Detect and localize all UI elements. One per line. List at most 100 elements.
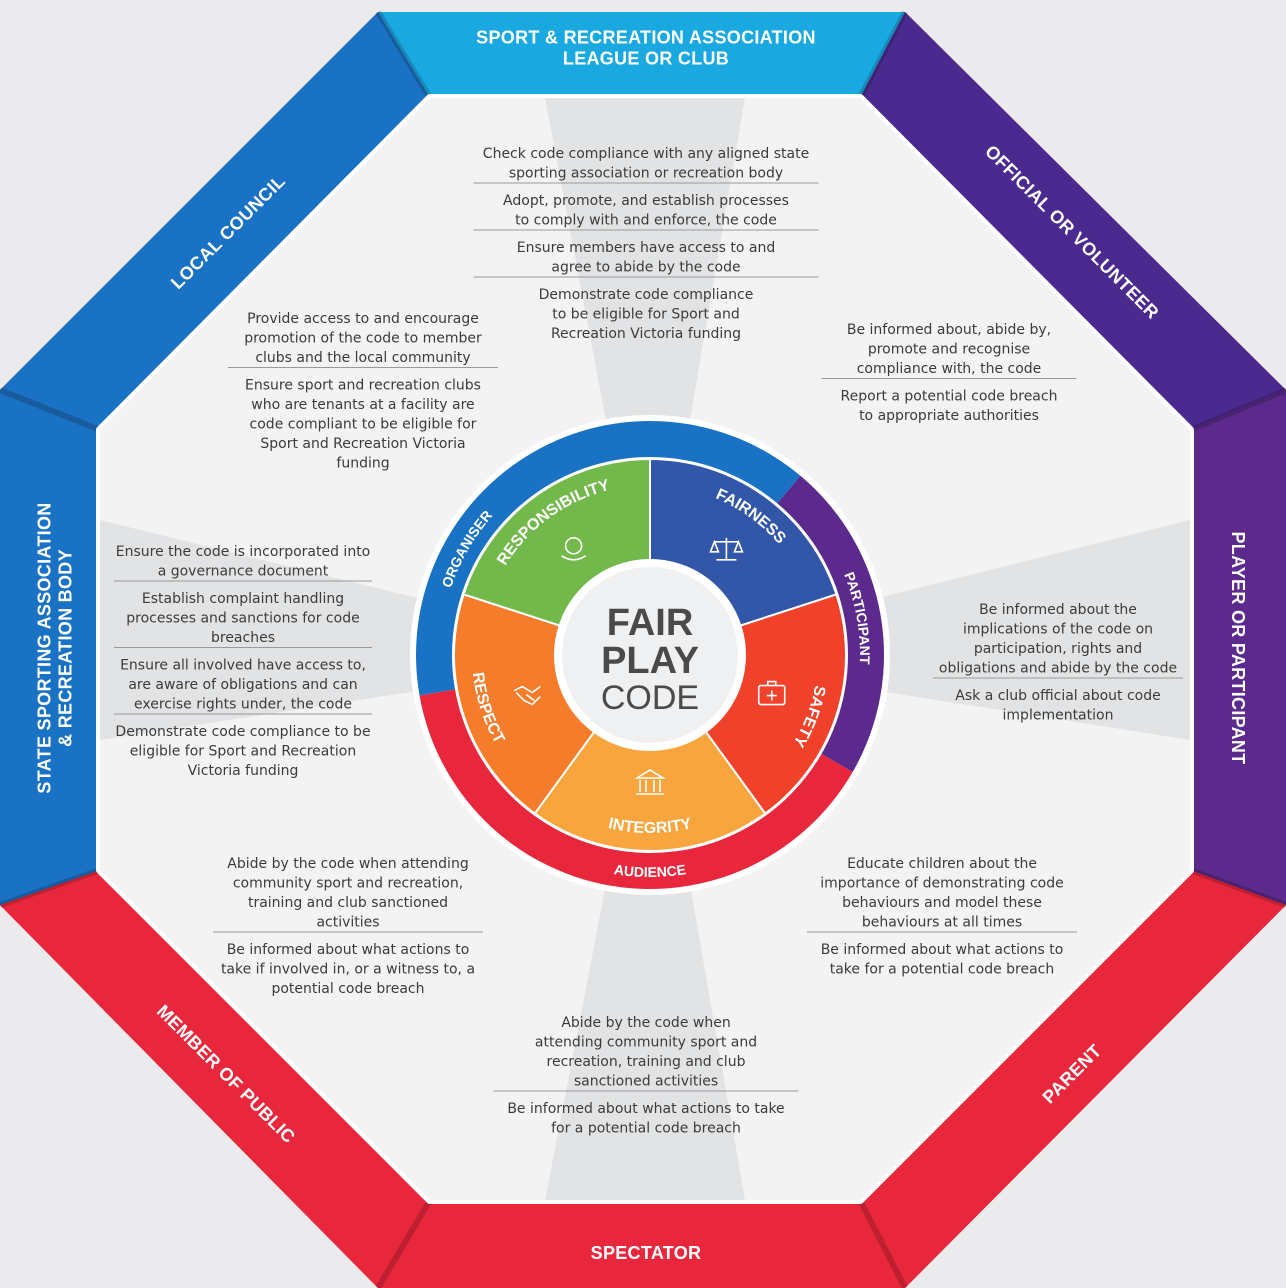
center-line3: CODE <box>601 679 699 717</box>
panel-text-line: to be eligible for Sport and <box>552 307 740 323</box>
panel-text-line: Report a potential code breach <box>841 389 1058 405</box>
panel-text-line: Demonstrate code compliance to be <box>115 724 370 740</box>
role-label-spectator: SPECTATOR <box>591 1243 702 1263</box>
panel-text-line: behaviours at all times <box>862 915 1022 931</box>
panel-official-volunteer: Be informed about, abide by,promote and … <box>821 322 1077 424</box>
panel-texts: Check code compliance with any aligned s… <box>114 146 1183 1137</box>
panel-text-line: obligations and abide by the code <box>939 661 1177 677</box>
panel-sport-association: Check code compliance with any aligned s… <box>473 146 819 342</box>
panel-text-line: sanctioned activities <box>574 1074 718 1090</box>
scales-icon <box>709 537 744 561</box>
panel-spectator: Abide by the code when attending communit… <box>493 1015 799 1137</box>
panel-text-line: potential code breach <box>271 981 424 997</box>
panel-wedge <box>545 655 745 1200</box>
panel-text-line: for a potential code breach <box>551 1121 741 1137</box>
panel-text-line: code compliant to be eligible for <box>250 417 477 433</box>
panel-text-line: activities <box>316 915 379 931</box>
panel-text-line: Recreation Victoria funding <box>551 326 741 342</box>
panel-text-line: promote and recognise <box>868 342 1030 358</box>
panel-text-line: Sport and Recreation Victoria <box>260 436 465 452</box>
panel-text-line: Demonstrate code compliance <box>539 287 754 303</box>
frame-corner-shadow <box>857 10 908 100</box>
wheel-hub <box>562 567 738 743</box>
role-label-player-participant: PLAYER OR PARTICIPANT <box>1228 532 1248 765</box>
frame-corner-shadow <box>1188 387 1286 433</box>
ring-segment-participant <box>777 475 884 772</box>
panel-text-line: Be informed about what actions to take <box>507 1101 784 1117</box>
frame-corner-shadow <box>375 10 433 100</box>
panel-parent: Educate children about the importance of … <box>807 856 1077 978</box>
panel-text-line: Adopt, promote, and establish processes <box>503 193 789 209</box>
panel-text-line: sporting association or recreation body <box>509 166 783 182</box>
panel-text-line: recreation, training and club <box>547 1054 746 1070</box>
center-line2: PLAY <box>601 640 699 682</box>
frame-segment-official-volunteer <box>860 12 1286 430</box>
ring-segment-organiser <box>416 421 801 696</box>
values-wheel: FAIRPLAYCODEORGANISERPARTICIPANTAUDIENCE… <box>410 415 890 895</box>
panel-text-line: importance of demonstrating code <box>820 876 1063 892</box>
role-label-line: PLAYER OR PARTICIPANT <box>1228 532 1248 765</box>
frame-segment-local-council <box>0 12 430 430</box>
panel-text-line: clubs and the local community <box>255 350 470 366</box>
panel-text-line: Abide by the code when <box>561 1015 730 1031</box>
center-line1: FAIR <box>607 602 694 644</box>
panel-text-line: Be informed about what actions to <box>227 942 470 958</box>
panel-wedge <box>545 98 745 655</box>
role-label-line: STATE SPORTING ASSOCIATION <box>35 502 55 793</box>
role-label-line: SPECTATOR <box>591 1243 702 1263</box>
panel-text-line: implementation <box>1003 708 1114 724</box>
panel-text-line: funding <box>336 456 389 472</box>
first-aid-kit-icon <box>757 680 786 706</box>
panel-text-line: take if involved in, or a witness to, a <box>221 962 475 978</box>
panel-player-participant: Be informed about the implications of the… <box>933 602 1183 724</box>
panel-text-line: Be informed about the <box>979 602 1137 618</box>
panel-text-line: Check code compliance with any aligned s… <box>483 146 809 162</box>
frame-corner-shadow <box>1188 867 1286 908</box>
courthouse-icon <box>634 769 666 795</box>
panel-local-council: Provide access to and encourage promotion… <box>228 311 498 472</box>
panel-text-line: Educate children about the <box>847 856 1037 872</box>
role-label-line: SPORT & RECREATION ASSOCIATION <box>476 28 816 48</box>
panel-text-line: to appropriate authorities <box>859 408 1039 424</box>
value-label-integrity: INTEGRITY <box>607 815 694 837</box>
panel-wedge <box>650 520 1190 740</box>
ring-segment-audience <box>419 689 853 890</box>
panel-text-line: Be informed about what actions to <box>821 942 1064 958</box>
frame-corner-shadow <box>0 867 101 908</box>
panel-text-line: implications of the code on <box>963 622 1153 638</box>
panel-text-line: Ask a club official about code <box>955 688 1160 704</box>
panel-text-line: Establish complaint handling <box>142 591 344 607</box>
frame-corner-shadow <box>0 387 102 433</box>
panel-text-line: who are tenants at a facility are <box>251 397 474 413</box>
ring-label-audience: AUDIENCE <box>613 861 687 880</box>
panel-text-line: processes and sanctions for code <box>126 611 359 627</box>
panel-member-of-public: Abide by the code when attendingcommunit… <box>213 856 483 997</box>
role-label-state-sporting: STATE SPORTING ASSOCIATION& RECREATION B… <box>35 502 76 793</box>
role-label-line: & RECREATION BODY <box>56 549 76 747</box>
frame-segment-player-participant <box>1190 390 1286 905</box>
frame-segment-member-of-public <box>0 870 430 1288</box>
panel-text-line: exercise rights under, the code <box>134 697 352 713</box>
panel-wedge <box>100 520 650 740</box>
panel-text-line: behaviours and model these <box>842 895 1042 911</box>
panel-text-line: Ensure members have access to and <box>517 240 776 256</box>
panel-text-line: promotion of the code to member <box>244 331 482 347</box>
panel-text-line: community sport and recreation, <box>233 876 463 892</box>
panel-text-line: Ensure sport and recreation clubs <box>245 378 481 394</box>
panel-text-line: Victoria funding <box>188 763 299 779</box>
panel-text-line: compliance with, the code <box>857 361 1042 377</box>
panel-text-line: attending community sport and <box>535 1035 757 1051</box>
panel-text-line: Provide access to and encourage <box>247 311 479 327</box>
role-label-line: LEAGUE OR CLUB <box>563 49 729 69</box>
panel-text-line: agree to abide by the code <box>551 260 740 276</box>
panel-text-line: eligible for Sport and Recreation <box>130 744 356 760</box>
panel-text-line: take for a potential code breach <box>830 962 1055 978</box>
globe-in-hand-icon <box>561 537 587 561</box>
panel-text-line: training and club sanctioned <box>248 895 448 911</box>
panel-text-line: participation, rights and <box>974 641 1142 657</box>
frame-segment-sport-association <box>378 12 905 98</box>
panel-text-line: are aware of obligations and can <box>128 677 357 693</box>
